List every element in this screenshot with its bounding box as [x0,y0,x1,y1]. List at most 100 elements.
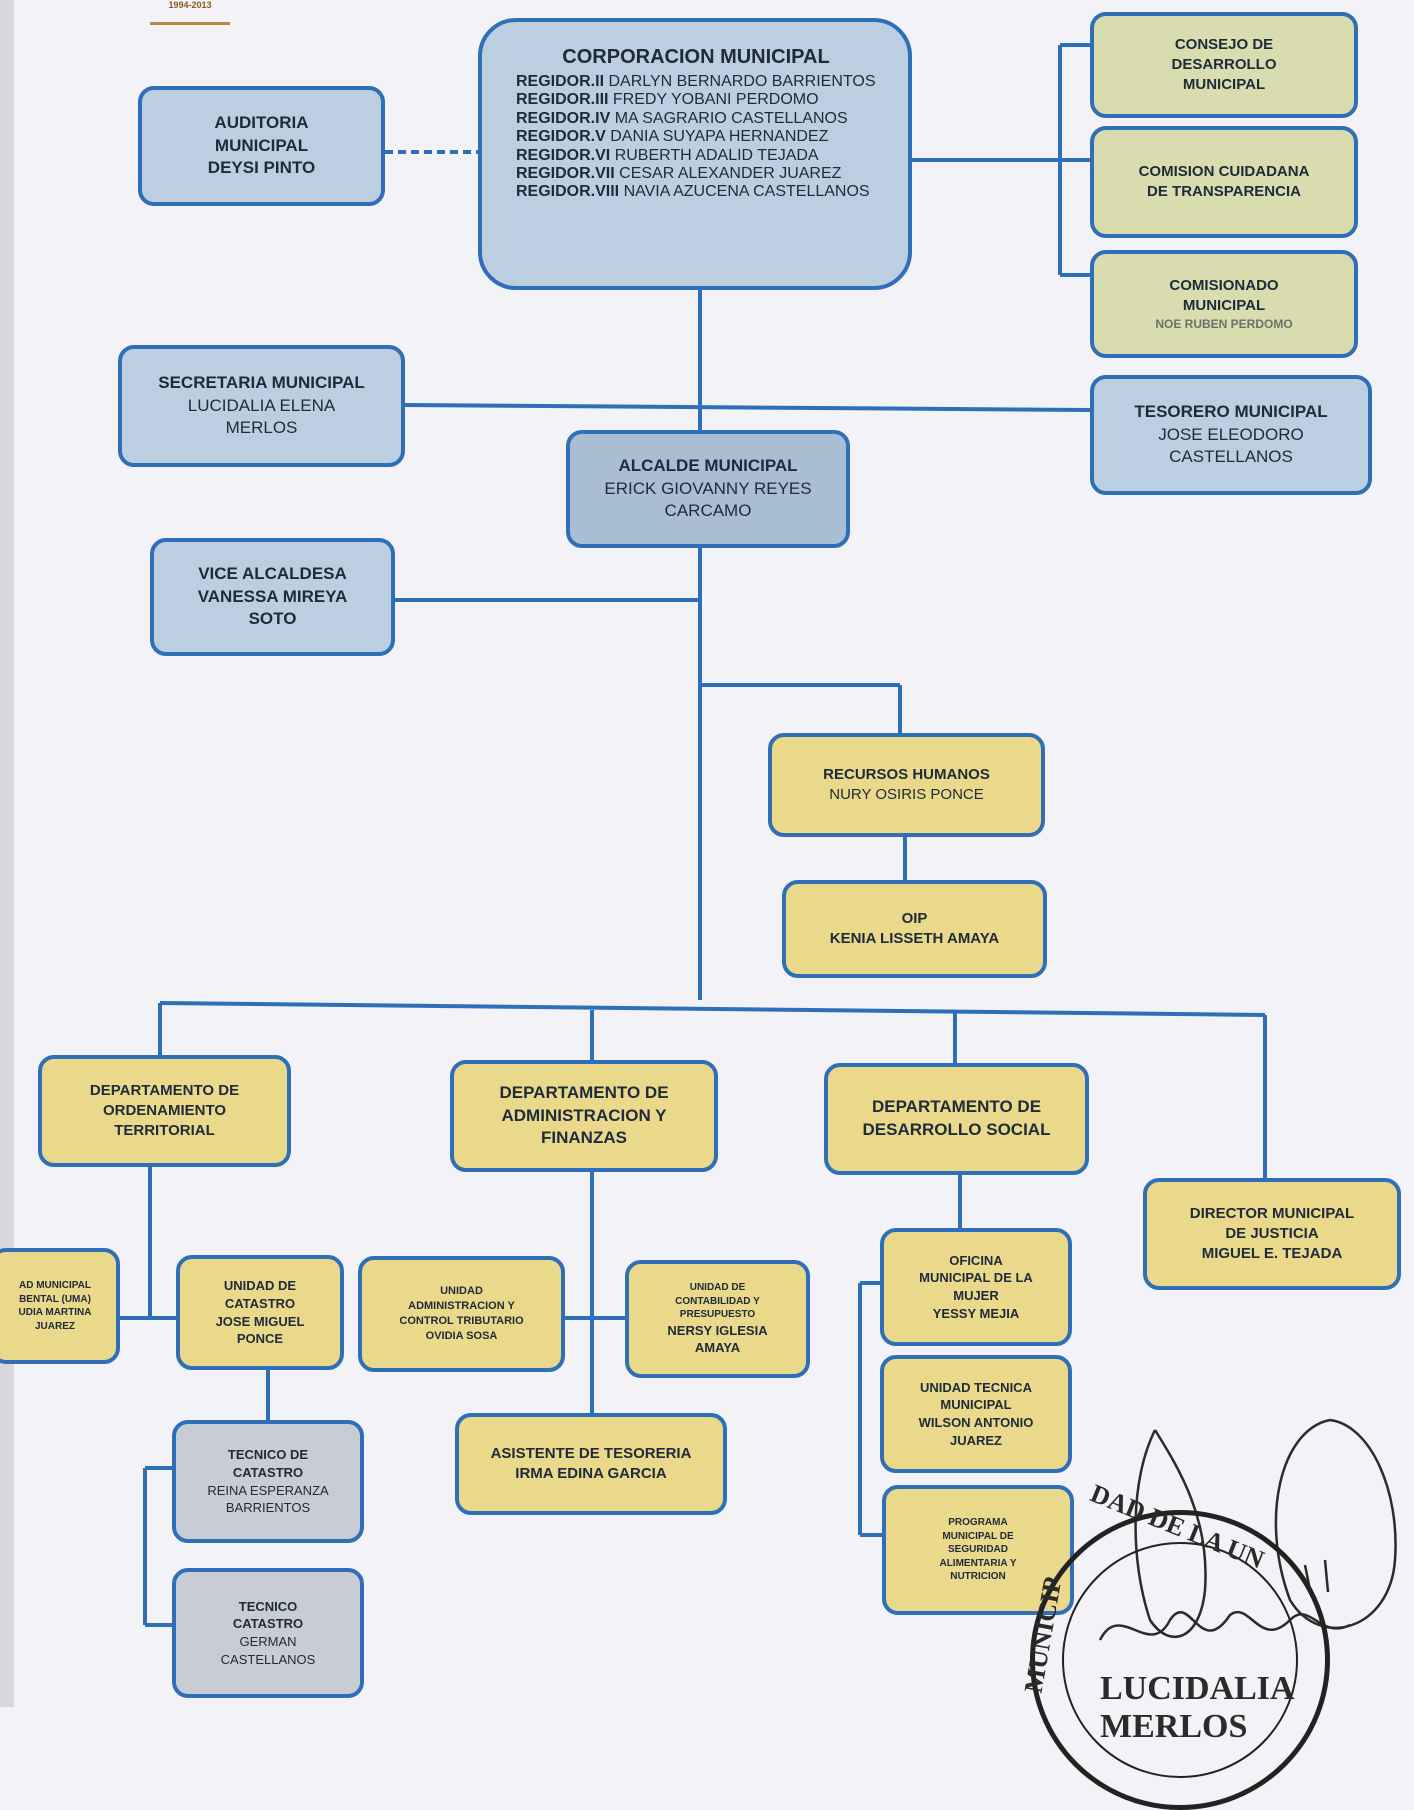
prog-line4: ALIMENTARIA Y [939,1557,1017,1569]
regidor-2: REGIDOR.II DARLYN BERNARDO BARRIENTOS [516,73,876,90]
auditoria-box: AUDITORIA MUNICIPAL DEYSI PINTO [138,86,385,206]
uma-line2: BENTAL (UMA) [19,1293,91,1305]
uact-line2: ADMINISTRACION Y [408,1300,515,1313]
unidad-tecnica-box: UNIDAD TECNICA MUNICIPAL WILSON ANTONIO … [880,1355,1072,1473]
uact-line1: UNIDAD [440,1285,483,1298]
prog-line3: SEGURIDAD [947,1544,1008,1556]
auditoria-name: DEYSI PINTO [207,158,316,178]
vice-name1: VANESSA MIREYA [197,586,348,606]
alcalde-name1: ERICK GIOVANNY REYES [604,478,812,498]
auditoria-line1: AUDITORIA [214,112,309,132]
alcalde-title: ALCALDE MUNICIPAL [618,455,798,475]
tesorero-title: TESORERO MUNICIPAL [1134,401,1328,421]
comision-line2: DE TRANSPARENCIA [1147,183,1301,200]
signer-name: LUCIDALIA MERLOS [1100,1670,1293,1745]
dept-ordenamiento-box: DEPARTAMENTO DE ORDENAMIENTO TERRITORIAL [38,1055,291,1167]
catastro-line2: CATASTRO [224,1295,296,1311]
omm-line2: MUNICIPAL DE LA [919,1270,1033,1286]
tecnico-catastro-1-box: TECNICO DE CATASTRO REINA ESPERANZA BARR… [172,1420,364,1543]
ucp-line3: PRESUPUESTO [679,1309,756,1321]
asist-name: IRMA EDINA GARCIA [515,1465,667,1482]
unidad-catastro-box: UNIDAD DE CATASTRO JOSE MIGUEL PONCE [176,1255,344,1370]
prog-line1: PROGRAMA [948,1517,1008,1529]
recursos-humanos-box: RECURSOS HUMANOS NURY OSIRIS PONCE [768,733,1045,837]
comisionado-box: COMISIONADO MUNICIPAL NOE RUBEN PERDOMO [1090,250,1358,358]
tesorero-name2: CASTELLANOS [1169,447,1293,467]
utm-line4: JUAREZ [949,1432,1002,1448]
uma-box: AD MUNICIPAL BENTAL (UMA) UDIA MARTINA J… [0,1248,120,1364]
secretaria-title: SECRETARIA MUNICIPAL [158,372,365,392]
dept-ot-line1: DEPARTAMENTO DE [89,1081,240,1099]
dept-af-line3: FINANZAS [541,1128,627,1148]
tec1-name2: BARRIENTOS [225,1500,311,1516]
comisionado-line2: MUNICIPAL [1182,296,1266,314]
ucp-line2: CONTABILIDAD Y [675,1295,760,1307]
vice-title: VICE ALCALDESA [198,563,347,583]
regidor-3: REGIDOR.III FREDY YOBANI PERDOMO [516,91,819,109]
utm-line1: UNIDAD TECNICA [920,1379,1032,1395]
director-line2: DE JUSTICIA [1225,1224,1319,1242]
secretaria-box: SECRETARIA MUNICIPAL LUCIDALIA ELENA MER… [118,345,405,467]
dept-af-line2: ADMINISTRACION Y [501,1105,667,1125]
rrhh-name: NURY OSIRIS PONCE [829,786,984,803]
ucp-line4: NERSY IGLESIA [667,1322,768,1338]
tec2-name2: CASTELLANOS [220,1651,316,1667]
omm-line1: OFICINA [949,1252,1003,1268]
tec2-line2: CATASTRO [232,1616,304,1632]
corporacion-title: CORPORACION MUNICIPAL [562,46,830,68]
catastro-line1: UNIDAD DE [223,1278,297,1294]
vice-alcaldesa-box: VICE ALCALDESA VANESSA MIREYA SOTO [150,538,395,656]
dept-ot-line3: TERRITORIAL [114,1122,215,1140]
dept-ds-line2: DESARROLLO SOCIAL [862,1120,1051,1139]
regidor-6: REGIDOR.VI RUBERTH ADALID TEJADA [516,146,819,164]
signature-drawing [1098,1418,1397,1641]
prog-line2: MUNICIPAL DE [942,1530,1014,1542]
dept-ot-line2: ORDENAMIENTO [102,1101,227,1119]
director-justicia-box: DIRECTOR MUNICIPAL DE JUSTICIA MIGUEL E.… [1143,1178,1401,1290]
tesorero-name1: JOSE ELEODORO [1158,424,1304,444]
auditoria-line2: MUNICIPAL [214,135,309,155]
asistente-tesoreria-box: ASISTENTE DE TESORERIA IRMA EDINA GARCIA [455,1413,727,1515]
corporacion-municipal-box: CORPORACION MUNICIPAL REGIDOR.II DARLYN … [478,18,912,290]
director-line1: DIRECTOR MUNICIPAL [1189,1204,1355,1222]
regidor-5: REGIDOR.V DANIA SUYAPA HERNANDEZ [516,128,829,146]
consejo-box: CONSEJO DE DESARROLLO MUNICIPAL [1090,12,1358,118]
asist-line1: ASISTENTE DE TESORERIA [490,1444,692,1462]
uact-line4: OVIDIA SOSA [425,1329,498,1342]
utm-line2: MUNICIPAL [940,1397,1012,1413]
omm-line4: YESSY MEJIA [932,1305,1020,1321]
tec1-line2: CATASTRO [232,1464,304,1480]
regidor-8: REGIDOR.VIII NAVIA AZUCENA CASTELLANOS [516,183,870,201]
uact-line3: CONTROL TRIBUTARIO [399,1315,524,1327]
tec2-line1: TECNICO [238,1598,298,1614]
dept-af-line1: DEPARTAMENTO DE [499,1082,669,1102]
catastro-line4: PONCE [236,1331,284,1347]
secretaria-name1: LUCIDALIA ELENA [187,395,336,415]
oip-title: OIP [901,909,928,927]
alcalde-name2: CARCAMO [664,501,752,521]
consejo-line1: CONSEJO DE [1174,35,1274,53]
tec1-name1: REINA ESPERANZA [207,1482,329,1498]
uma-line1: AD MUNICIPAL [18,1280,92,1291]
comisionado-line1: COMISIONADO [1169,276,1279,294]
omm-line3: MUJER [953,1288,999,1303]
secretaria-name2: MERLOS [225,418,298,438]
tec1-line1: TECNICO DE [227,1447,309,1463]
comision-box: COMISION CUIDADANA DE TRANSPARENCIA [1090,126,1358,238]
consejo-line2: DESARROLLO [1171,55,1277,73]
logo: 1994-2013 [150,0,230,25]
dept-desarrollo-social-box: DEPARTAMENTO DE DESARROLLO SOCIAL [824,1063,1089,1175]
rrhh-title: RECURSOS HUMANOS [823,765,990,783]
comisionado-name: NOE RUBEN PERDOMO [1155,317,1293,332]
connector-lines [118,43,1267,1627]
director-name: MIGUEL E. TEJADA [1201,1245,1343,1263]
prog-line5: NUTRICION [950,1571,1006,1583]
regidor-7: REGIDOR.VII CESAR ALEXANDER JUAREZ [516,164,842,182]
unidad-administracion-box: UNIDAD ADMINISTRACION Y CONTROL TRIBUTAR… [358,1256,565,1372]
oip-name: KENIA LISSETH AMAYA [829,930,1000,947]
dept-ds-line1: DEPARTAMENTO DE [871,1097,1042,1117]
utm-line3: WILSON ANTONIO [918,1415,1034,1430]
ucp-line1: UNIDAD DE [689,1282,746,1294]
uma-line3: UDIA MARTINA [18,1307,92,1318]
regidor-4: REGIDOR.IV MA SAGRARIO CASTELLANOS [516,109,848,127]
